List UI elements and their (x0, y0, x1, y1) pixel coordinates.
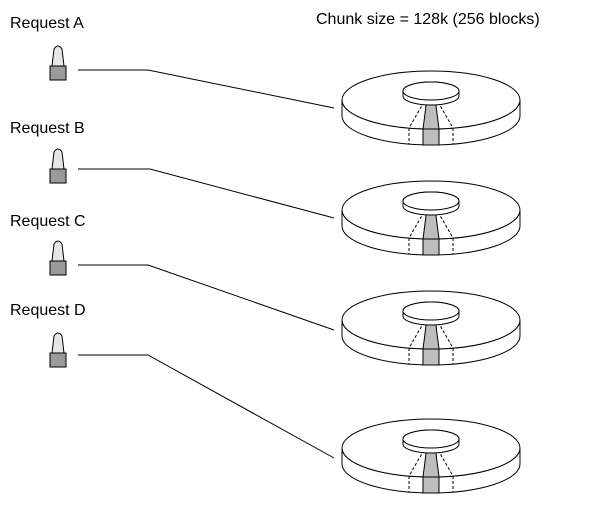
pen-body (49, 260, 67, 276)
request-d-label: Request D (10, 302, 86, 319)
pen-body (49, 168, 67, 184)
disk-hub-top (402, 191, 460, 211)
pen-body (49, 352, 67, 368)
sector-guide-right (437, 321, 454, 349)
disk-hub-top (402, 429, 460, 449)
pen-tip (51, 148, 65, 170)
pen-body (49, 65, 67, 81)
sector-guide-left (408, 101, 425, 129)
pen-tip (51, 332, 65, 354)
sector-guide-left (408, 211, 425, 239)
pen-tip (51, 45, 65, 67)
request-a-pen-icon (49, 45, 67, 81)
sector-guide-left (408, 449, 425, 477)
disk-b (341, 180, 521, 256)
disk-hub-top (402, 81, 460, 101)
request-d-pen-icon (49, 332, 67, 368)
chunk-block (422, 348, 440, 366)
sector-guide-right (437, 101, 454, 129)
chunk-size-title: Chunk size = 128k (256 blocks) (316, 11, 540, 28)
request-c-pen-icon (49, 240, 67, 276)
chunk-block (422, 238, 440, 256)
chunk-block (422, 476, 440, 494)
request-d-connector (78, 354, 335, 459)
request-b-label: Request B (10, 120, 85, 137)
disk-hub-top (402, 301, 460, 321)
request-c-connector (78, 264, 335, 331)
pen-tip (51, 240, 65, 262)
request-a-label: Request A (10, 15, 84, 32)
disk-c (341, 290, 521, 366)
sector-guide-left (408, 321, 425, 349)
sector-guide-right (437, 449, 454, 477)
request-a-connector (78, 69, 335, 109)
disk-d (341, 418, 521, 494)
request-b-connector (78, 168, 335, 219)
sector-guide-right (437, 211, 454, 239)
request-c-label: Request C (10, 213, 86, 230)
chunk-block (422, 128, 440, 146)
request-b-pen-icon (49, 148, 67, 184)
disk-a (341, 70, 521, 146)
